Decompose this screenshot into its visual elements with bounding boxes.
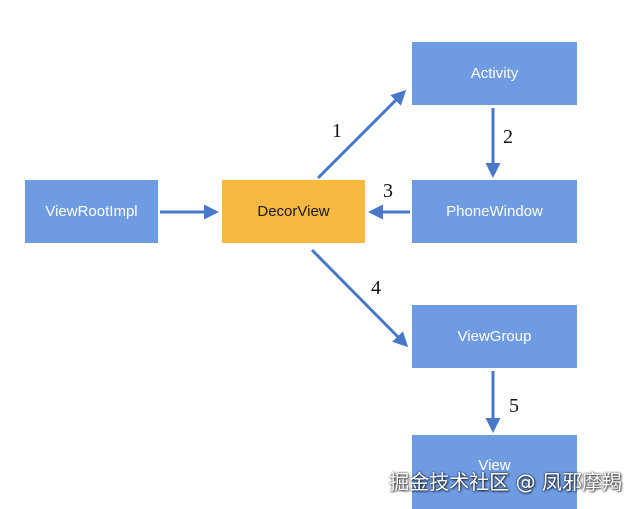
step-label-3: 3 bbox=[383, 180, 393, 202]
decor-view-node: DecorView bbox=[222, 180, 365, 243]
step-label-5: 5 bbox=[509, 395, 519, 417]
activity-label: Activity bbox=[470, 65, 519, 82]
arrow-decor-to-activity bbox=[316, 89, 407, 180]
step-label-2: 2 bbox=[503, 126, 513, 148]
view-group-label: ViewGroup bbox=[457, 328, 532, 345]
activity-node: Activity bbox=[412, 42, 577, 105]
step-label-1: 1 bbox=[332, 120, 342, 142]
step-label-4: 4 bbox=[371, 277, 381, 299]
phone-window-label: PhoneWindow bbox=[446, 203, 543, 220]
arrow-decor-to-viewgroup bbox=[310, 248, 409, 348]
watermark-text: 掘金技术社区 @ 凤邪摩羯 bbox=[389, 470, 622, 494]
phone-window-node: PhoneWindow bbox=[412, 180, 577, 243]
view-group-node: ViewGroup bbox=[412, 305, 577, 368]
view-root-impl-label: ViewRootImpl bbox=[45, 203, 138, 220]
decor-view-label: DecorView bbox=[257, 203, 330, 220]
view-root-impl-node: ViewRootImpl bbox=[25, 180, 158, 243]
view-label: View bbox=[478, 457, 511, 474]
view-node: View bbox=[412, 435, 577, 509]
